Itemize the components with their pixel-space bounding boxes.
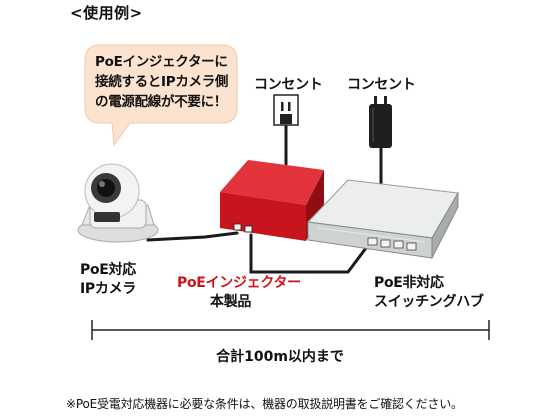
footnote: ※PoE受電対応機器に必要な条件は、機器の取扱説明書をご確認ください。: [66, 397, 463, 411]
callout-line-3: の電源配線が不要に！: [95, 94, 227, 110]
switching-hub-icon: [306, 179, 459, 259]
camera-label-line-2: IPカメラ: [80, 281, 136, 297]
injector-label-line-2: 本製品: [210, 294, 252, 310]
power-adapter-icon: [369, 96, 392, 148]
distance-bracket: [91, 320, 490, 340]
distance-label: 合計100m以内まで: [216, 349, 344, 365]
ip-camera-icon: [77, 163, 159, 243]
callout-line-2: 接続するとIPカメラ側: [95, 74, 229, 90]
wall-outlet-icon: [273, 94, 299, 126]
camera-lan-cable: [146, 231, 239, 242]
outlet-label-left: コンセント: [254, 77, 323, 93]
switch-label-line-2: スイッチングハブ: [374, 294, 484, 310]
usage-example-title: <使用例>: [70, 4, 143, 22]
poe-injector-icon: [220, 160, 324, 241]
camera-label-line-1: PoE対応: [80, 262, 136, 278]
injector-label-line-1: PoEインジェクター: [177, 275, 301, 291]
switch-label-line-1: PoE非対応: [374, 275, 444, 291]
outlet-label-right: コンセント: [347, 77, 416, 93]
hub-lan-cable: [249, 233, 368, 274]
callout-line-1: PoEインジェクターに: [95, 54, 228, 70]
callout-bubble: [84, 44, 238, 147]
